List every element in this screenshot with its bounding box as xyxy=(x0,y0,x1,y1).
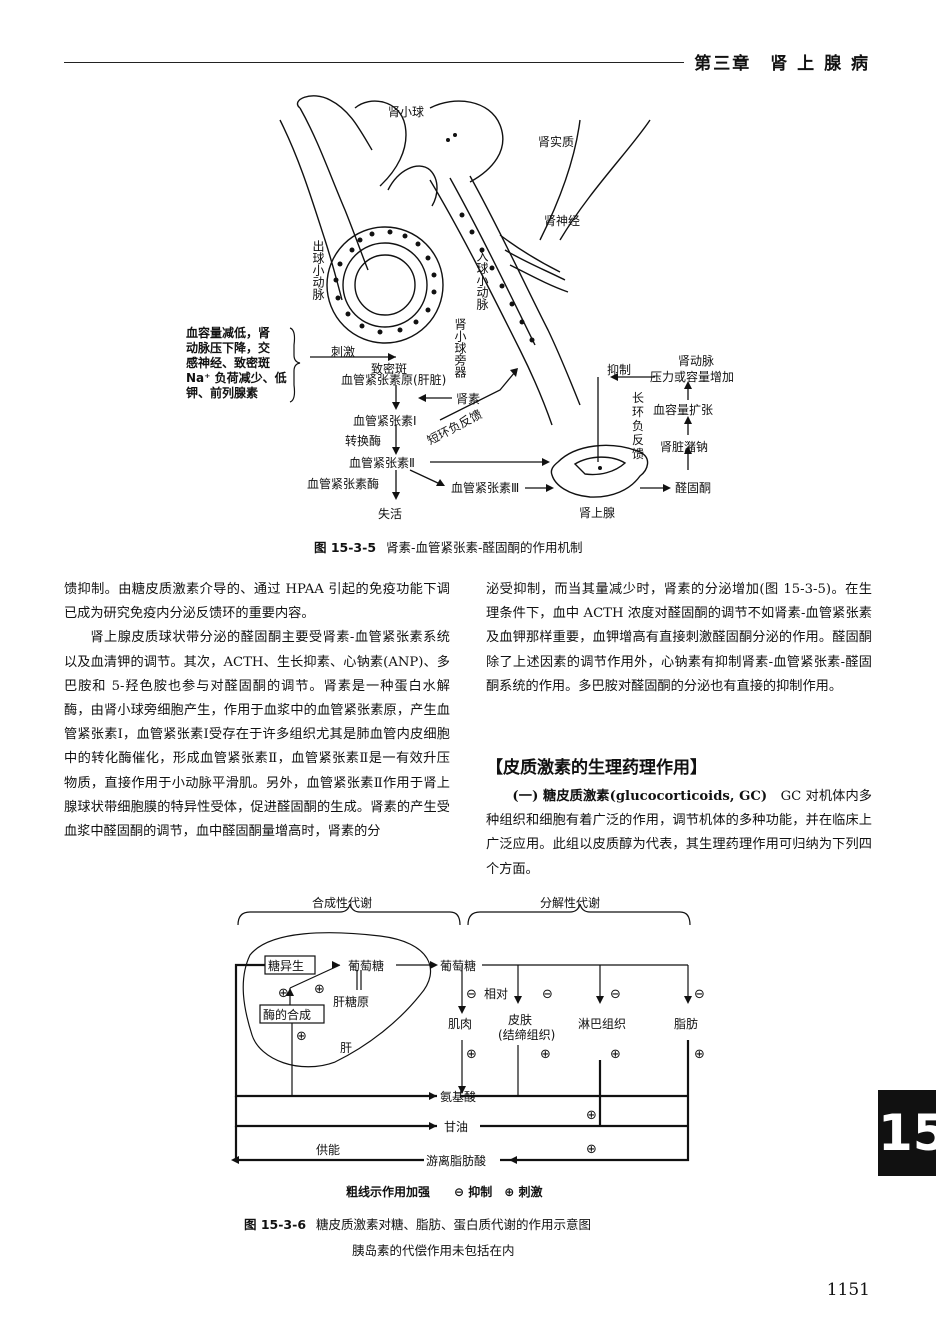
label-muscle: 肌肉 xyxy=(448,1017,472,1031)
plus-sign: ⊕ xyxy=(586,1142,597,1157)
long-loop-1: 长 xyxy=(632,391,644,405)
label-catabolic: 分解性代谢 xyxy=(540,895,600,910)
subsection-text: GC 对机体内多种组织和细胞有着广泛的作用，调节机体的多种功能，并在临床上广泛应… xyxy=(486,789,872,877)
figure-caption-1-text: 肾素-血管紧张素-醛固酮的作用机制 xyxy=(386,540,583,555)
minus-sign: ⊖ xyxy=(694,987,705,1002)
label-renal-artery-2: 压力或容量增加 xyxy=(650,369,734,384)
left-column: 馈抑制。由糖皮质激素介导的、通过 HPAA 引起的免疫功能下调已成为研究免疫内分… xyxy=(64,578,450,844)
stimuli-line-1: 血容量减低，肾 xyxy=(186,325,271,340)
chapter-header: 第三章 肾 上 腺 病 xyxy=(694,54,870,74)
label-amino-acid: 氨基酸 xyxy=(440,1089,476,1104)
label-glycerol: 甘油 xyxy=(444,1120,468,1134)
label-macula-densa: 致密斑 xyxy=(371,361,407,376)
right-column: 泌受抑制，而当其量减少时，肾素的分泌增加(图 15-3-5)。在生理条件下，血中… xyxy=(486,578,872,699)
label-glycogen: 肝糖原 xyxy=(333,994,369,1009)
stimuli-line-2: 动脉压下降，交 xyxy=(186,340,270,355)
label-renin: 肾素 xyxy=(456,392,480,406)
figure-legend: 粗线示作用加强 ⊖ 抑制 ⊕ 刺激 xyxy=(346,1184,542,1199)
label-adrenal: 肾上腺 xyxy=(579,506,615,520)
label-skin: 皮肤 xyxy=(508,1012,532,1027)
section-heading: 【皮质激素的生理药理作用】 xyxy=(486,758,707,778)
label-gluconeogenesis: 糖异生 xyxy=(268,958,304,973)
figure-note: 胰岛素的代偿作用未包括在内 xyxy=(352,1243,515,1258)
header-rule xyxy=(64,62,684,63)
label-sodium: 肾脏潴钠 xyxy=(660,439,708,454)
label-efferent: 出球小动脉 xyxy=(311,240,325,300)
label-renal-nerve: 肾神经 xyxy=(544,214,580,228)
label-glomerulus: 肾小球 xyxy=(388,105,424,119)
label-glucose-2: 葡萄糖 xyxy=(440,958,476,973)
plus-sign: ⊕ xyxy=(540,1047,551,1062)
label-volume-expand: 血容量扩张 xyxy=(653,402,713,417)
chapter-tab: 15 xyxy=(878,1090,948,1176)
left-para-2: 肾上腺皮质球状带分泌的醛固酮主要受肾素-血管紧张素系统以及血清钾的调节。其次，A… xyxy=(64,630,450,840)
figure-15-3-5: 肾小球 肾实质 肾神经 致密斑 刺激 血管紧张素原(肝脏) 肾素 血管紧张素Ⅰ … xyxy=(186,95,734,521)
label-relative: 相对 xyxy=(484,987,508,1001)
label-ang3: 血管紧张素Ⅲ xyxy=(451,480,519,495)
label-inactive: 失活 xyxy=(378,506,402,521)
plus-sign: ⊕ xyxy=(296,1029,307,1044)
label-ffa: 游离脂肪酸 xyxy=(426,1153,486,1168)
minus-sign: ⊖ xyxy=(542,987,553,1002)
label-energy: 供能 xyxy=(316,1143,340,1157)
label-enzyme: 酶的合成 xyxy=(263,1007,311,1022)
label-parenchyma: 肾实质 xyxy=(538,134,574,149)
figure-number-1: 图 15-3-5 xyxy=(314,540,377,555)
figure-caption-2-text: 糖皮质激素对糖、脂肪、蛋白质代谢的作用示意图 xyxy=(316,1217,592,1232)
long-loop-4: 反 xyxy=(632,433,644,447)
label-angiotensinase: 血管紧张素酶 xyxy=(307,476,379,491)
plus-sign: ⊕ xyxy=(586,1108,597,1123)
label-stimulate: 刺激 xyxy=(331,345,355,359)
label-renal-artery-1: 肾动脉 xyxy=(678,353,714,368)
label-jga: 肾小球旁器 xyxy=(453,318,467,379)
plus-sign: ⊕ xyxy=(278,986,289,1001)
label-ang1: 血管紧张素Ⅰ xyxy=(353,413,417,428)
label-inhibit: 抑制 xyxy=(607,362,631,377)
figure-caption-1: 图 15-3-5 肾素-血管紧张素-醛固酮的作用机制 xyxy=(314,537,583,556)
figure-number-2: 图 15-3-6 xyxy=(244,1217,307,1232)
long-loop-5: 馈 xyxy=(632,447,644,461)
minus-sign: ⊖ xyxy=(466,987,477,1002)
figure-caption-2: 图 15-3-6 糖皮质激素对糖、脂肪、蛋白质代谢的作用示意图 xyxy=(244,1214,591,1233)
subsection-heading: (一) 糖皮质激素(glucocorticoids, GC) xyxy=(512,789,768,804)
label-lymph: 淋巴组织 xyxy=(578,1017,626,1031)
label-angiotensinogen: 血管紧张素原(肝脏) xyxy=(341,372,446,387)
figure-15-3-6: 合成性代谢 分解性代谢 糖异生 葡萄糖 葡萄糖 肝糖原 酶的合成 肝 相对 肌肉… xyxy=(231,895,705,1199)
right-column-sub: (一) 糖皮质激素(glucocorticoids, GC) GC 对机体内多种… xyxy=(486,785,872,882)
right-para-1: 泌受抑制，而当其量减少时，肾素的分泌增加(图 15-3-5)。在生理条件下，血中… xyxy=(486,582,872,694)
label-glucose-1: 葡萄糖 xyxy=(348,958,384,973)
long-loop-2: 环 xyxy=(632,405,644,419)
page-number: 1151 xyxy=(826,1280,870,1300)
label-afferent: 入球小动脉 xyxy=(475,250,489,310)
label-skin-2: (结缔组织) xyxy=(498,1027,555,1042)
long-loop-3: 负 xyxy=(632,419,644,433)
stimuli-line-5: 钾、前列腺素 xyxy=(186,385,258,400)
label-aldosterone: 醛固酮 xyxy=(675,480,711,495)
stimuli-line-3: 感神经、致密斑 xyxy=(186,355,270,370)
stimuli-line-4: Na⁺ 负荷减少、低 xyxy=(186,370,287,385)
left-para-1: 馈抑制。由糖皮质激素介导的、通过 HPAA 引起的免疫功能下调已成为研究免疫内分… xyxy=(64,582,450,622)
label-ace: 转换酶 xyxy=(345,433,381,448)
plus-sign: ⊕ xyxy=(466,1047,477,1062)
label-liver: 肝 xyxy=(340,1041,352,1055)
minus-sign: ⊖ xyxy=(610,987,621,1002)
plus-sign: ⊕ xyxy=(694,1047,705,1062)
label-anabolic: 合成性代谢 xyxy=(312,895,372,910)
plus-sign: ⊕ xyxy=(610,1047,621,1062)
efferent-wall-outer xyxy=(299,107,369,271)
plus-sign: ⊕ xyxy=(314,982,325,997)
label-fat: 脂肪 xyxy=(674,1016,698,1031)
label-ang2: 血管紧张素Ⅱ xyxy=(349,455,415,470)
